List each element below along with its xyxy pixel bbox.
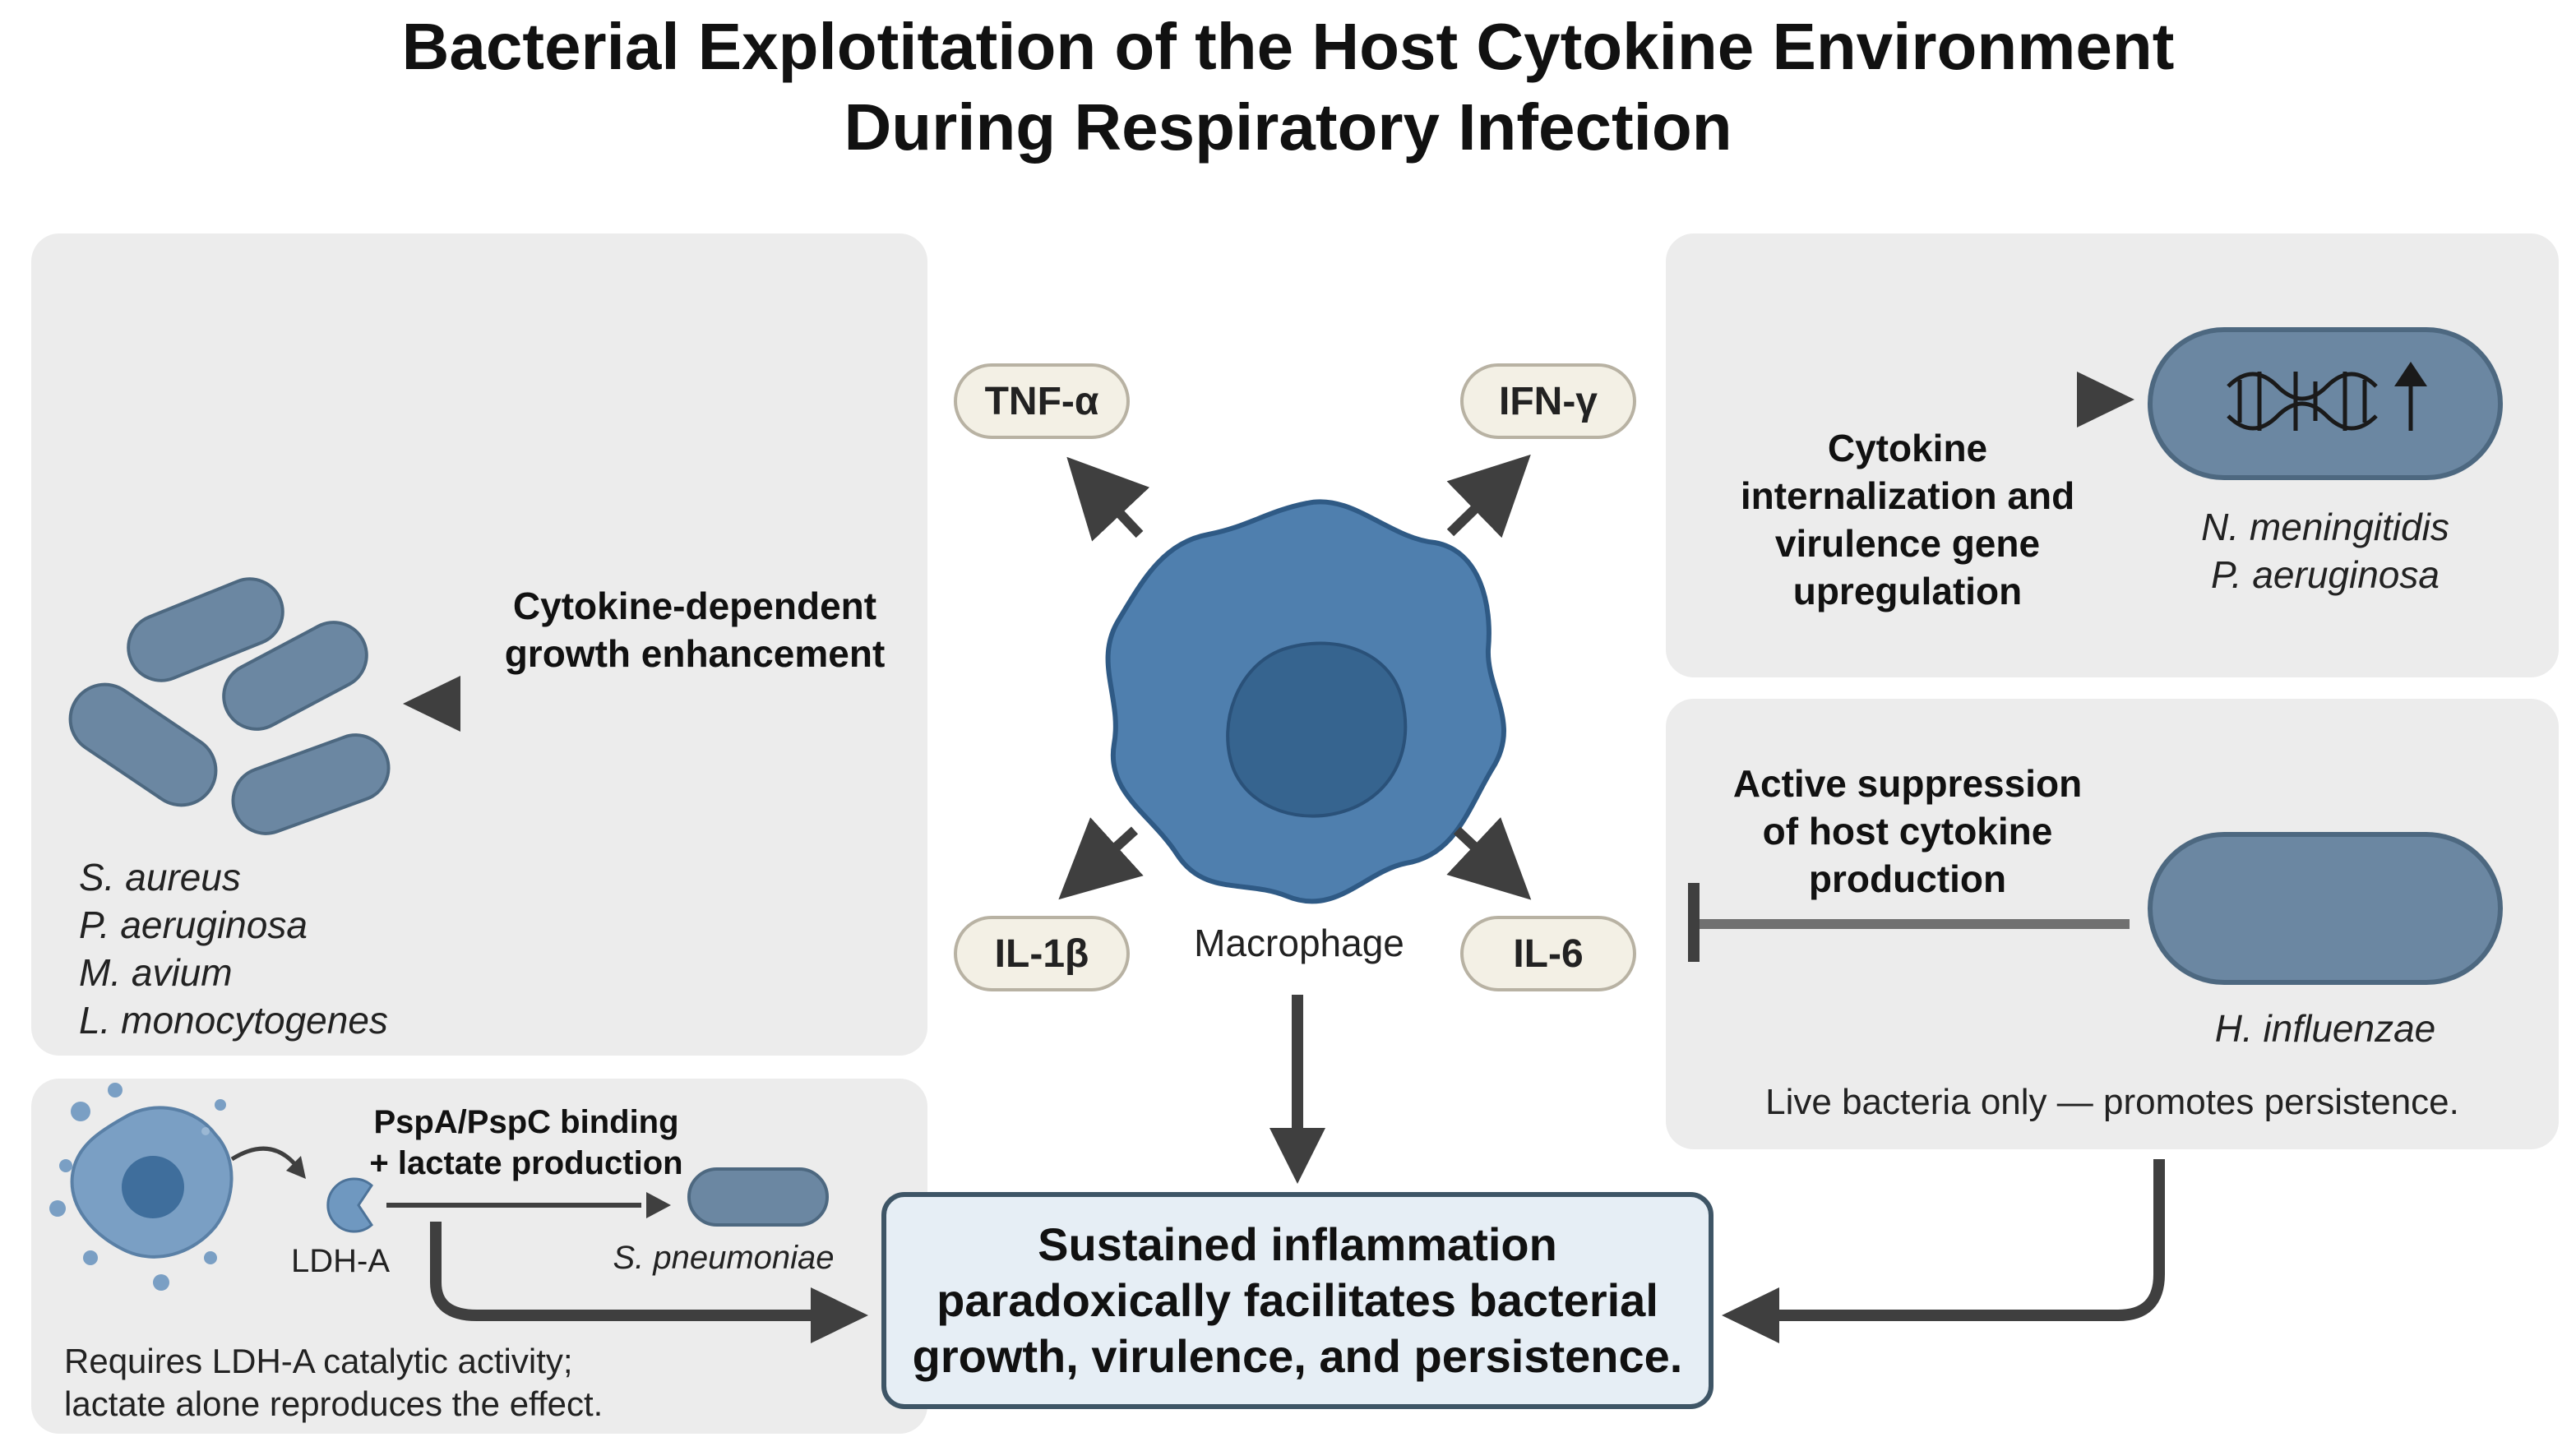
arrow-cell-to-ldh bbox=[230, 1146, 299, 1169]
cytokine-tnf-alpha: TNF-α bbox=[954, 363, 1130, 439]
arrow-to-il1 bbox=[1058, 817, 1144, 900]
outcome-box: Sustained inflammation paradoxically fac… bbox=[881, 1192, 1713, 1409]
arrow-to-tnf bbox=[1066, 456, 1150, 542]
arrow-left-elbow bbox=[430, 1222, 814, 1321]
arrow-to-il6 bbox=[1446, 816, 1532, 900]
title-line-2: During Respiratory Infection bbox=[844, 90, 1732, 164]
arrow-ldh-head bbox=[646, 1192, 671, 1218]
cytokine-il-1-beta: IL-1β bbox=[954, 916, 1130, 991]
ldh-requirement-note: Requires LDH-A catalytic activity; lacta… bbox=[64, 1342, 604, 1423]
persistence-note: Live bacteria only — promotes persistenc… bbox=[1765, 1082, 2459, 1122]
arrow-down-head bbox=[1270, 1128, 1325, 1184]
title-line-1: Bacterial Explotitation of the Host Cyto… bbox=[401, 10, 2175, 83]
internalization-label: Cytokine internalization and virulence g… bbox=[1740, 427, 2075, 612]
outcome-line-2: paradoxically facilitates bacterial bbox=[937, 1274, 1658, 1326]
cytokine-il-6: IL-6 bbox=[1460, 916, 1636, 991]
macrophage-cell bbox=[1105, 499, 1506, 904]
outcome-line-3: growth, virulence, and persistence. bbox=[912, 1330, 1683, 1382]
arrow-left-elbow-head bbox=[811, 1287, 868, 1343]
arrow-right-elbow-head bbox=[1722, 1287, 1779, 1343]
h-influenzae-label: H. influenzae bbox=[2214, 1007, 2436, 1050]
n-meningitidis-bacterium bbox=[2148, 327, 2503, 480]
s-pneumoniae-bacterium bbox=[687, 1167, 829, 1227]
ldh-a-icon bbox=[326, 1177, 373, 1233]
top-right-species-list: N. meningitidis P. aeruginosa bbox=[2201, 506, 2449, 596]
macrophage-label: Macrophage bbox=[1194, 922, 1404, 964]
suppression-label: Active suppression of host cytokine prod… bbox=[1732, 762, 2083, 900]
left-species-list: S. aureus P. aeruginosa M. avium L. mono… bbox=[79, 856, 388, 1042]
arrow-to-ifn bbox=[1446, 454, 1531, 538]
h-influenzae-bacterium bbox=[2148, 832, 2503, 985]
ldh-a-label: LDH-A bbox=[290, 1243, 391, 1279]
pspa-binding-label: PspA/PspC binding + lactate production bbox=[369, 1104, 683, 1181]
arrow-right-elbow bbox=[1779, 1159, 2165, 1321]
arrow-internalization-head bbox=[2077, 372, 2134, 427]
growth-enhancement-label: Cytokine-dependent growth enhancement bbox=[504, 585, 886, 675]
diagram-title: Bacterial Explotitation of the Host Cyto… bbox=[0, 7, 2576, 168]
cytokine-ifn-gamma: IFN-γ bbox=[1460, 363, 1636, 439]
arrow-growth-head bbox=[403, 676, 460, 732]
macrophage-nucleus bbox=[1226, 641, 1408, 818]
outcome-line-1: Sustained inflammation bbox=[1038, 1218, 1557, 1270]
lysing-cell-icon bbox=[49, 1083, 234, 1291]
s-pneumoniae-label: S. pneumoniae bbox=[613, 1240, 835, 1276]
